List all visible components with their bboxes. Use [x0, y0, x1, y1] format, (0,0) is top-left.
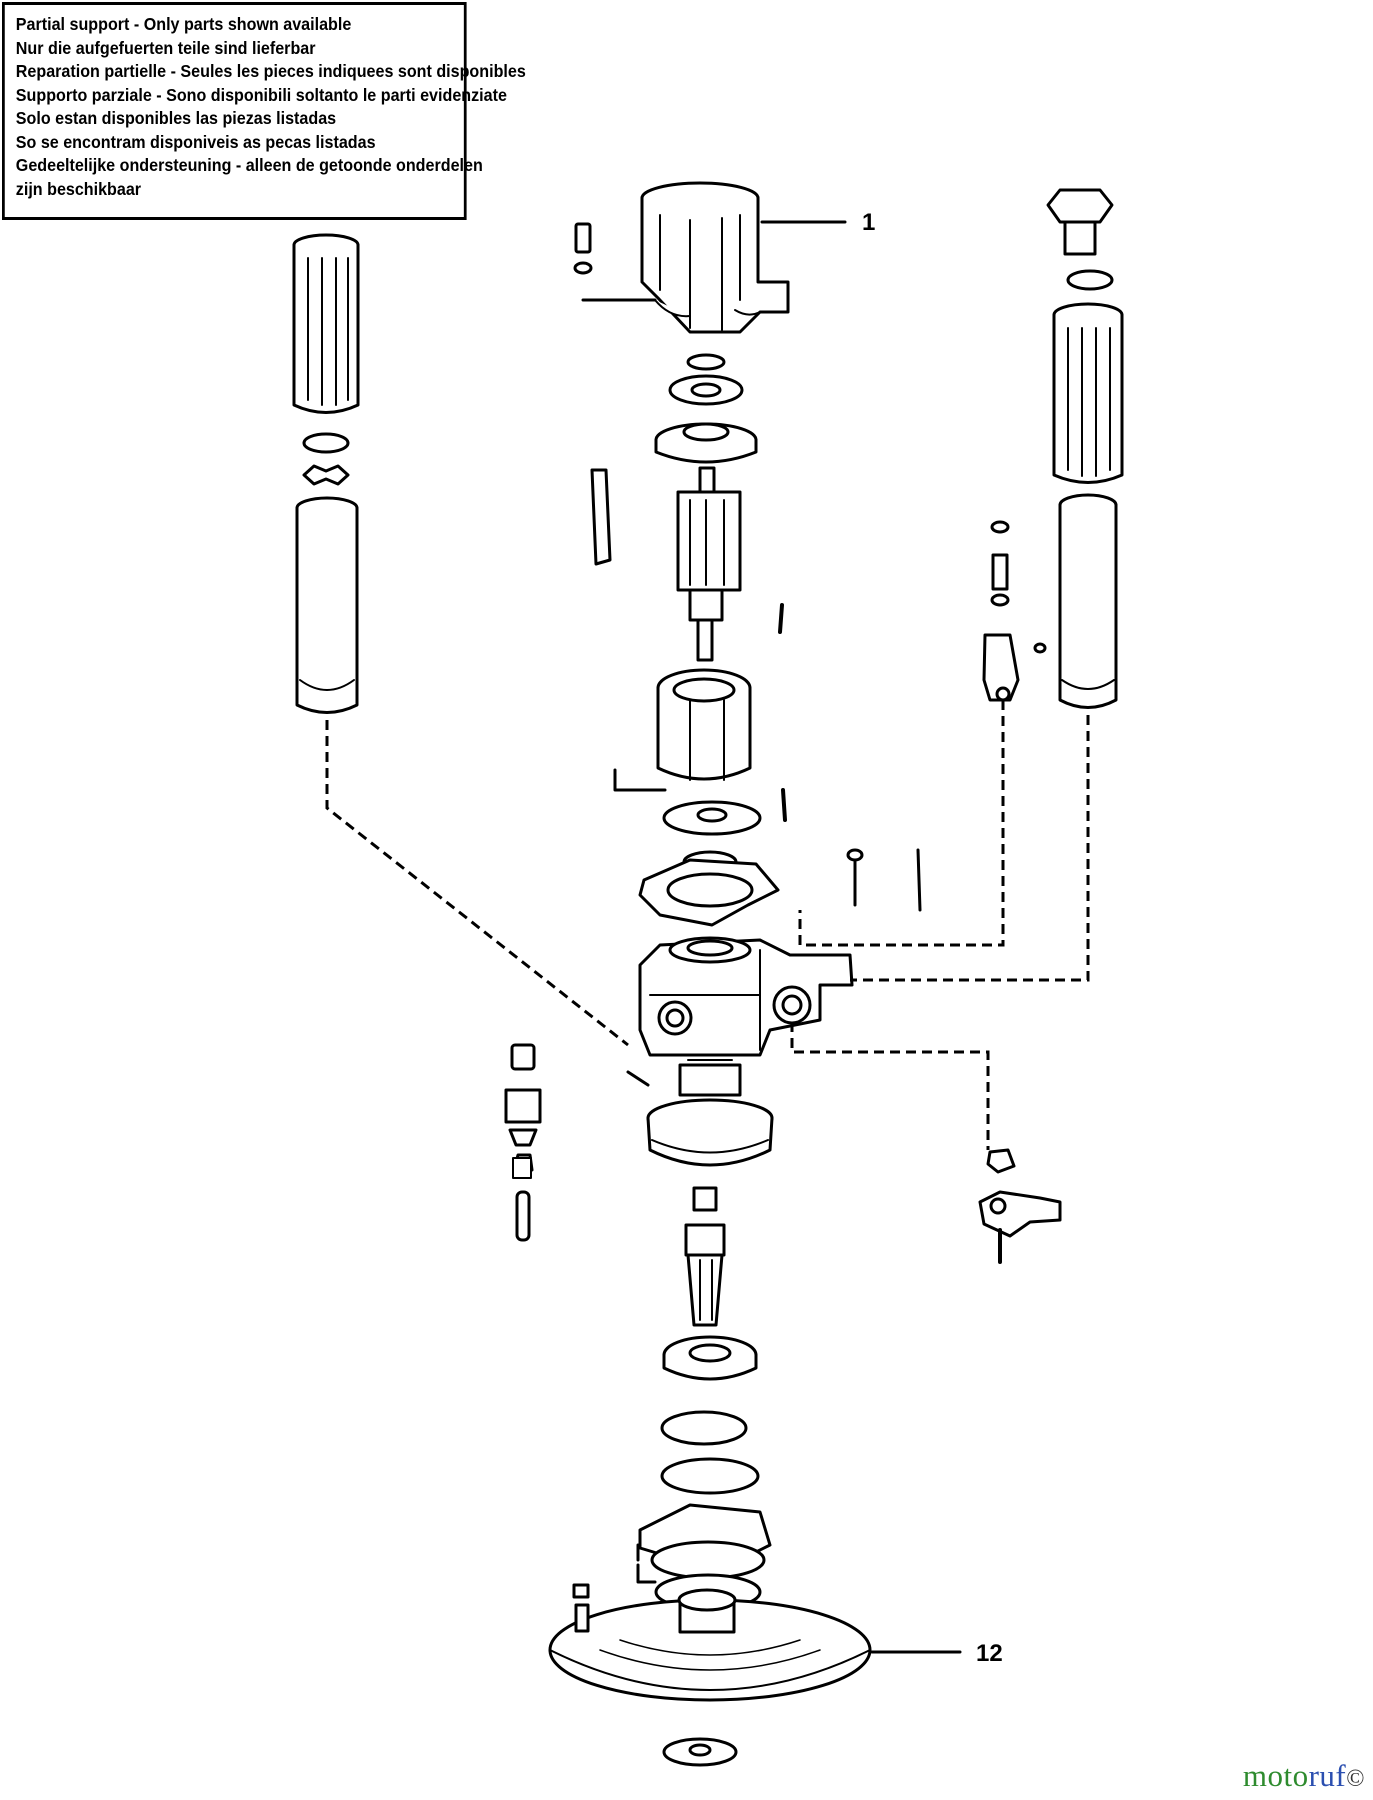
gear-housing-part — [638, 936, 854, 1057]
notice-line-nl-2: zijn beschikbaar — [15, 178, 142, 199]
notice-line-en: Partial support - Only parts shown avail… — [15, 14, 352, 34]
left-handle-star-washer-part — [302, 464, 350, 486]
notice-line-it: Supporto parziale - Sono disponibili sol… — [15, 84, 507, 105]
right-handle-nut-part — [1046, 188, 1114, 256]
notice-line-de: Nur die aufgefuerten teile sind lieferba… — [15, 37, 316, 58]
notice-line-fr: Reparation partielle - Seules les pieces… — [15, 61, 526, 81]
stator-bracket-right — [781, 788, 787, 822]
lock-lever-parts — [978, 1148, 1062, 1264]
small-pin-part — [778, 603, 784, 634]
flange-nut-part — [662, 1737, 738, 1767]
brush-spring-part — [590, 468, 612, 566]
right-handle-washer-part — [1066, 269, 1114, 291]
motor-housing-part — [640, 181, 790, 334]
spindle-gear-part — [646, 1059, 774, 1167]
callout-part-1: 1 — [862, 209, 875, 236]
backing-pad-part — [548, 1588, 872, 1702]
dashed-line-lever — [790, 1022, 990, 1150]
gasket-plate-part — [638, 850, 780, 927]
spindle-pin-part — [626, 1070, 650, 1087]
switch-screw-part — [990, 520, 1010, 607]
notice-line-nl-1: Gedeeltelijke ondersteuning - alleen de … — [15, 155, 483, 175]
upper-bearing-part — [654, 353, 758, 464]
right-handle-tube-part — [1058, 493, 1118, 709]
left-handle-washer-part — [302, 432, 350, 454]
notice-line-es: Solo estan disponibles las piezas listad… — [15, 108, 337, 128]
housing-screw-part — [573, 222, 593, 275]
stator-coil-part — [656, 668, 752, 781]
left-handle-grip-part — [292, 233, 360, 414]
stator-bracket-left — [613, 768, 667, 792]
seal-bracket — [636, 1543, 657, 1584]
circlip-part — [660, 1457, 760, 1495]
right-handle-grip-part — [1052, 302, 1124, 484]
spindle-lock-parts — [504, 1043, 542, 1242]
watermark-prefix: moto — [1242, 1758, 1309, 1793]
switch-body-part — [982, 633, 1020, 702]
spacer-disc-part — [662, 800, 762, 836]
lower-pinion-shaft-part — [684, 1186, 726, 1327]
armature-shaft-part — [676, 466, 742, 662]
lower-clip-part — [650, 1540, 766, 1580]
dashed-line-right-handle — [850, 715, 1090, 982]
housing-side-screw-part — [846, 848, 922, 912]
dashed-line-left-handle — [325, 720, 629, 1047]
assembly-dashed-lines — [325, 700, 1090, 1150]
partial-support-notice: Partial support - Only parts shown avail… — [2, 2, 526, 220]
flat-washer-part — [660, 1410, 748, 1446]
lower-bearing-part — [662, 1335, 758, 1381]
watermark-suffix: ruf — [1308, 1758, 1347, 1793]
pad-screw-part — [572, 1583, 590, 1633]
small-ball-part — [1033, 642, 1047, 654]
copyright-icon: © — [1346, 1766, 1365, 1792]
left-handle-tube-part — [295, 496, 359, 714]
callout-part-12: 12 — [976, 1640, 1003, 1667]
motoruf-watermark: motoruf© — [1243, 1758, 1365, 1794]
dashed-line-switch — [798, 700, 1005, 947]
notice-line-pt: So se encontram disponiveis as pecas lis… — [15, 131, 376, 152]
